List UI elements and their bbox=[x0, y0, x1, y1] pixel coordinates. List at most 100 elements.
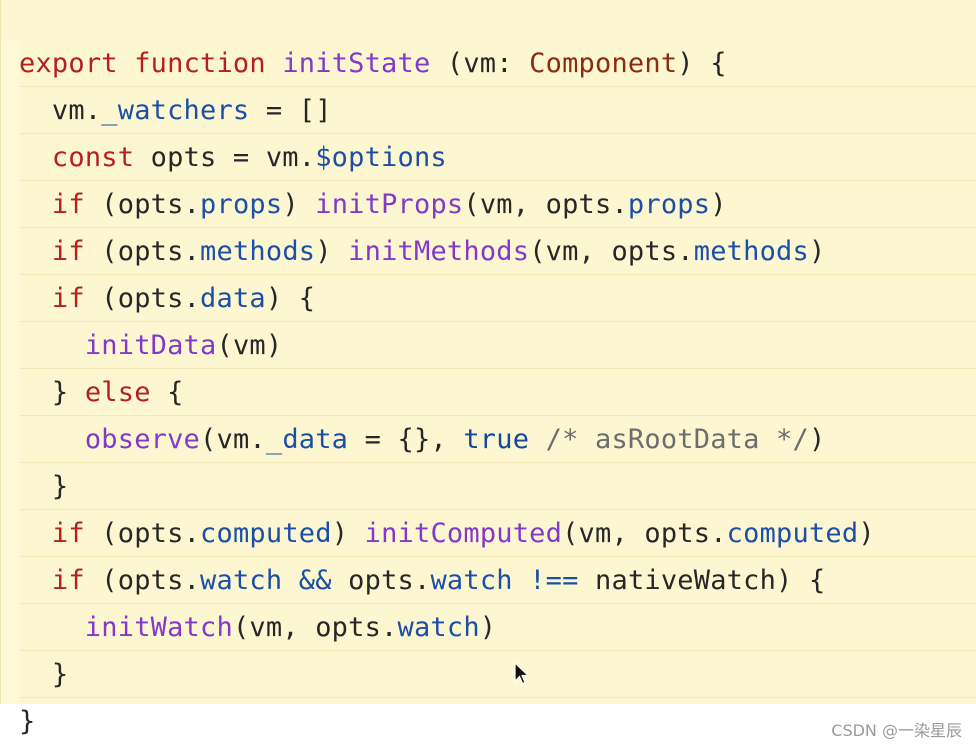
code-token: (opts. bbox=[84, 283, 201, 314]
code-token: _watchers bbox=[101, 95, 250, 126]
code-token bbox=[513, 565, 529, 596]
code-token: ) bbox=[808, 236, 826, 267]
mouse-pointer-icon bbox=[514, 662, 530, 685]
code-token: watch bbox=[397, 612, 480, 643]
code-token: ) bbox=[331, 518, 365, 549]
code-token: computed bbox=[200, 518, 332, 549]
code-token: ) bbox=[315, 236, 349, 267]
code-token: (vm, opts. bbox=[232, 612, 398, 643]
code-token: if bbox=[51, 565, 85, 596]
code-line: export function initState (vm: Component… bbox=[19, 40, 727, 87]
code-token: (opts. bbox=[84, 236, 201, 267]
code-token: (opts. bbox=[84, 518, 201, 549]
code-line: if (opts.computed) initComputed(vm, opts… bbox=[19, 510, 875, 557]
code-token bbox=[19, 565, 52, 596]
code-token: ) bbox=[858, 518, 875, 549]
code-line: if (opts.data) { bbox=[19, 275, 315, 322]
code-token: function bbox=[134, 48, 266, 79]
code-token: methods bbox=[200, 236, 316, 267]
code-token: nativeWatch) { bbox=[578, 565, 826, 596]
code-token: /* asRootData */ bbox=[545, 424, 809, 455]
code-token: observe bbox=[84, 424, 201, 455]
code-token: { bbox=[150, 377, 184, 408]
code-line: observe(vm._data = {}, true /* asRootDat… bbox=[19, 416, 825, 463]
code-token bbox=[529, 424, 545, 455]
code-token: (vm, opts. bbox=[562, 518, 727, 549]
code-token bbox=[19, 142, 52, 173]
code-token: computed bbox=[726, 518, 859, 549]
code-token: methods bbox=[693, 236, 809, 267]
code-token bbox=[19, 518, 52, 549]
code-token: initState bbox=[282, 48, 431, 79]
code-token: (vm, opts. bbox=[529, 236, 694, 267]
code-token bbox=[19, 424, 85, 455]
code-token: _data bbox=[265, 424, 349, 455]
code-token: (vm, opts. bbox=[463, 189, 628, 220]
code-token: (opts. bbox=[84, 189, 201, 220]
code-token bbox=[19, 236, 52, 267]
code-token: ) { bbox=[265, 283, 316, 314]
code-token: !== bbox=[529, 565, 579, 596]
code-token: initMethods bbox=[348, 236, 530, 267]
code-token: } bbox=[19, 471, 69, 502]
watermark: CSDN @一染星辰 bbox=[831, 721, 962, 740]
code-token bbox=[118, 48, 134, 79]
code-token: (vm: bbox=[430, 48, 530, 79]
code-token: Component bbox=[529, 48, 678, 79]
code-token: initComputed bbox=[364, 518, 563, 549]
code-token: if bbox=[51, 236, 85, 267]
code-token: = [] bbox=[249, 95, 332, 126]
code-token: watch bbox=[430, 565, 513, 596]
code-token: ) bbox=[808, 424, 826, 455]
line-gutter bbox=[1, 40, 20, 704]
code-line: initWatch(vm, opts.watch) bbox=[19, 604, 496, 651]
code-line: if (opts.props) initProps(vm, opts.props… bbox=[19, 181, 727, 228]
code-token: $options bbox=[315, 142, 447, 173]
code-line: if (opts.watch && opts.watch !== nativeW… bbox=[19, 557, 825, 604]
code-token: true bbox=[463, 424, 530, 455]
code-token bbox=[282, 565, 298, 596]
code-token: watch bbox=[200, 565, 283, 596]
code-token: initProps bbox=[315, 189, 464, 220]
code-token: else bbox=[84, 377, 151, 408]
code-token: initWatch bbox=[84, 612, 233, 643]
code-token: data bbox=[200, 283, 266, 314]
code-line: } else { bbox=[19, 369, 184, 416]
code-line: } bbox=[19, 651, 68, 698]
code-token bbox=[266, 48, 282, 79]
code-token: initData bbox=[84, 330, 217, 361]
code-token: ) { bbox=[677, 48, 727, 79]
code-token: export bbox=[19, 48, 118, 79]
code-token: opts = vm. bbox=[134, 142, 316, 173]
code-line: const opts = vm.$options bbox=[19, 134, 447, 181]
code-token: vm. bbox=[19, 95, 102, 126]
code-token bbox=[19, 283, 52, 314]
code-token: = {}, bbox=[348, 424, 464, 455]
code-token: (vm) bbox=[216, 330, 283, 361]
code-token bbox=[19, 330, 85, 361]
code-token: props bbox=[627, 189, 711, 220]
code-line: if (opts.methods) initMethods(vm, opts.m… bbox=[19, 228, 825, 275]
code-token: } bbox=[19, 377, 85, 408]
code-line: vm._watchers = [] bbox=[19, 87, 332, 134]
code-token: if bbox=[51, 518, 85, 549]
code-token: (opts. bbox=[84, 565, 201, 596]
code-token: && bbox=[298, 565, 332, 596]
code-line: } bbox=[19, 698, 35, 745]
code-token: ) bbox=[479, 612, 497, 643]
code-token: } bbox=[19, 706, 36, 737]
code-editor-panel bbox=[0, 0, 976, 704]
code-line: } bbox=[19, 463, 68, 510]
code-token bbox=[19, 612, 85, 643]
code-token bbox=[19, 189, 52, 220]
code-token: props bbox=[200, 189, 283, 220]
code-token: if bbox=[51, 283, 85, 314]
code-token: if bbox=[51, 189, 85, 220]
code-line: initData(vm) bbox=[19, 322, 282, 369]
code-token: ) bbox=[710, 189, 727, 220]
code-token: opts. bbox=[331, 565, 431, 596]
code-token: ) bbox=[282, 189, 316, 220]
code-token: (vm. bbox=[200, 424, 266, 455]
code-token: const bbox=[51, 142, 135, 173]
code-token: } bbox=[19, 659, 69, 690]
